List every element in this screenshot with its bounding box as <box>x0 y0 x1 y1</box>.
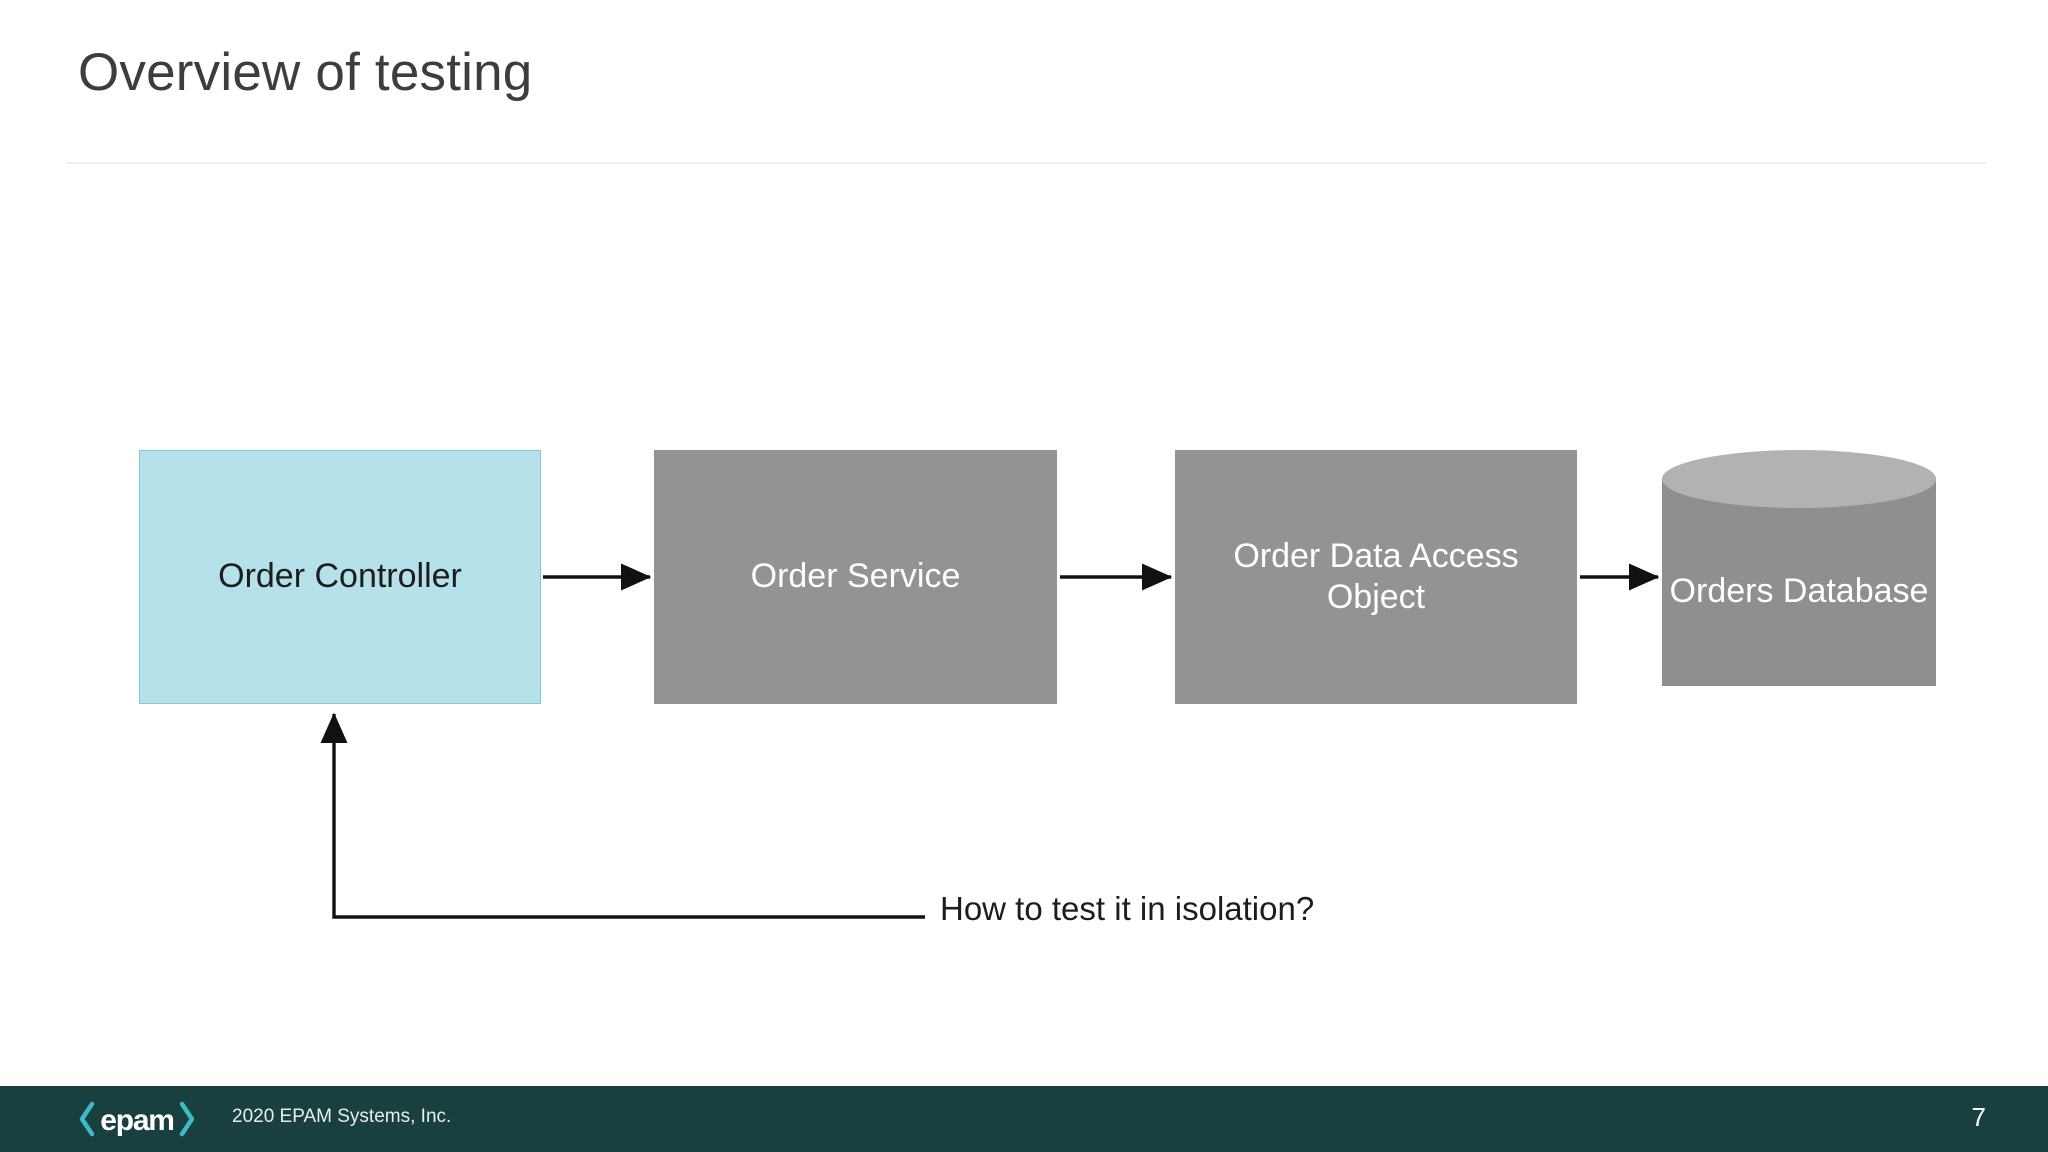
footer-copyright: 2020 EPAM Systems, Inc. <box>232 1106 452 1127</box>
epam-logo: epam <box>78 1100 196 1138</box>
diagram-node-order-controller[interactable]: Order Controller <box>139 450 541 704</box>
node-label: Order Controller <box>218 557 462 596</box>
diagram-node-order-service[interactable]: Order Service <box>654 450 1057 704</box>
node-label: Order Data Access Object <box>1233 536 1519 616</box>
diagram-node-order-data-access-object[interactable]: Order Data Access Object <box>1175 450 1577 704</box>
cylinder-top-ellipse <box>1662 450 1936 508</box>
page-title: Overview of testing <box>78 43 533 102</box>
svg-text:epam: epam <box>100 1104 174 1137</box>
diagram-node-orders-database[interactable]: Orders Database <box>1662 450 1936 715</box>
cylinder-bottom-ellipse <box>1662 630 1936 686</box>
node-label: Orders Database <box>1669 572 1929 611</box>
callout-question-text: How to test it in isolation? <box>940 890 1315 927</box>
node-label: Order Service <box>750 557 961 596</box>
arrow-callout-to-controller <box>320 712 925 919</box>
slide-footer: epam 2020 EPAM Systems, Inc. 7 <box>0 1086 2048 1152</box>
page-number: 7 <box>1971 1102 1986 1132</box>
title-divider <box>66 162 1986 164</box>
epam-logo-mark: epam <box>79 1101 195 1137</box>
